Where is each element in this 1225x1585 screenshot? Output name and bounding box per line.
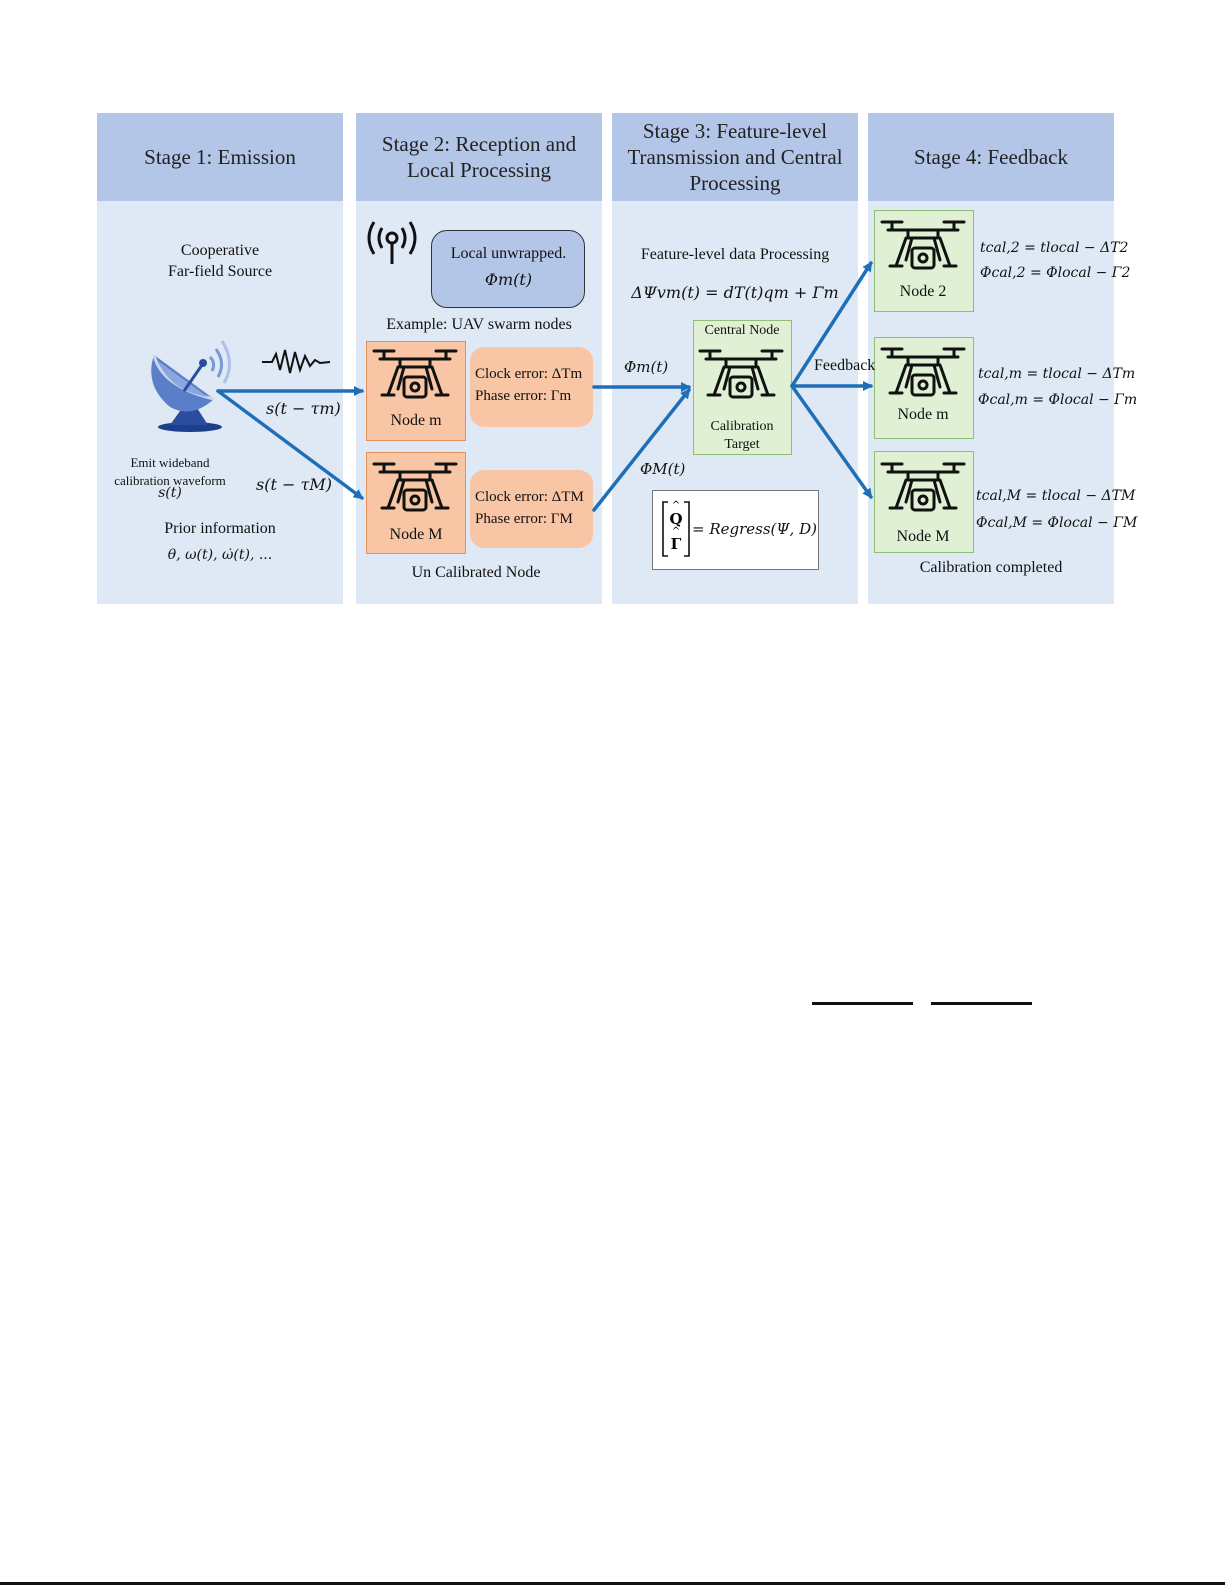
svg-text:Γ: Γ (671, 535, 682, 553)
local-unwrapped-box (431, 230, 585, 308)
regression-equation: = Regress(Ψ, D) (692, 520, 817, 538)
regression-matrix-icon: Q ^ Γ ^ (662, 500, 690, 557)
signal-m-label: s(t − τm) (266, 399, 341, 418)
phase-error-m: Phase error: Γm (475, 388, 572, 404)
stage3-header: Stage 3: Feature-level Transmission and … (612, 113, 858, 201)
node-M-error-box (470, 470, 593, 548)
emit-signal: s(t) (158, 485, 182, 501)
horizontal-rule (812, 1002, 913, 1005)
eq-t-cal-2: tcal,2 = tlocal − ΔT2 (980, 240, 1129, 256)
node-2-label: Node 2 (899, 283, 947, 300)
feedback-label: Feedback (814, 357, 876, 374)
local-unwrapped-line2: Φm(t) (484, 270, 533, 289)
node-m-label: Node m (390, 412, 442, 429)
horizontal-rule (931, 1002, 1032, 1005)
uncalibrated-node-label: Un Calibrated Node (411, 564, 541, 581)
phi-M-label: ΦM(t) (640, 460, 686, 478)
source-label-line2: Far-field Source (167, 263, 273, 280)
feature-processing-equation: ΔΨvm(t) = dT(t)qm + Γm (631, 283, 839, 302)
svg-text:^: ^ (672, 500, 680, 511)
prior-info-title: Prior information (164, 520, 276, 537)
emit-label-line1: Emit wideband (130, 455, 210, 470)
source-label-line1: Cooperative (180, 242, 260, 259)
clock-error-M: Clock error: ΔTM (475, 489, 584, 505)
page-bottom-rule (0, 1582, 1225, 1585)
central-node-line2: Target (724, 437, 760, 452)
signal-M-label: s(t − τM) (256, 475, 332, 494)
svg-text:^: ^ (672, 526, 680, 537)
eq-t-cal-M: tcal,M = tlocal − ΔTM (976, 488, 1136, 504)
stage2-header: Stage 2: Reception and Local Processing (356, 113, 602, 201)
phase-error-M: Phase error: ΓM (475, 511, 573, 527)
eq-phi-cal-2: Φcal,2 = Φlocal − Γ2 (980, 265, 1131, 281)
central-node-title: Central Node (704, 323, 780, 338)
svg-text:Q: Q (669, 510, 682, 528)
node-M-calibrated-label: Node M (896, 528, 950, 545)
central-node-line1: Calibration (710, 419, 774, 434)
eq-phi-cal-m: Φcal,m = Φlocal − Γm (978, 392, 1138, 408)
node-m-error-box (470, 347, 593, 427)
calibration-completed-label: Calibration completed (919, 559, 1063, 576)
emit-label-line2: calibration waveform (114, 473, 226, 488)
satellite-dish-icon (151, 340, 231, 432)
stage1-header: Stage 1: Emission (97, 113, 343, 201)
node-M-label: Node M (389, 526, 443, 543)
node-m-calibrated-label: Node m (897, 406, 949, 423)
eq-phi-cal-M: Φcal,M = Φlocal − ΓM (976, 515, 1138, 531)
phi-m-label: Φm(t) (624, 358, 669, 376)
clock-error-m: Clock error: ΔTm (475, 366, 583, 382)
stage4-header: Stage 4: Feedback (868, 113, 1114, 201)
prior-info-values: θ, ω(t), ω̇(t), ... (167, 547, 273, 563)
waveform-icon (262, 349, 330, 374)
eq-t-cal-m: tcal,m = tlocal − ΔTm (978, 366, 1136, 382)
regression-box (652, 490, 819, 570)
example-label: Example: UAV swarm nodes (386, 316, 572, 333)
central-node-box (693, 320, 792, 455)
antenna-icon (367, 221, 417, 264)
local-unwrapped-line1: Local unwrapped. (450, 245, 567, 262)
feature-processing-title: Feature-level data Processing (640, 246, 830, 263)
